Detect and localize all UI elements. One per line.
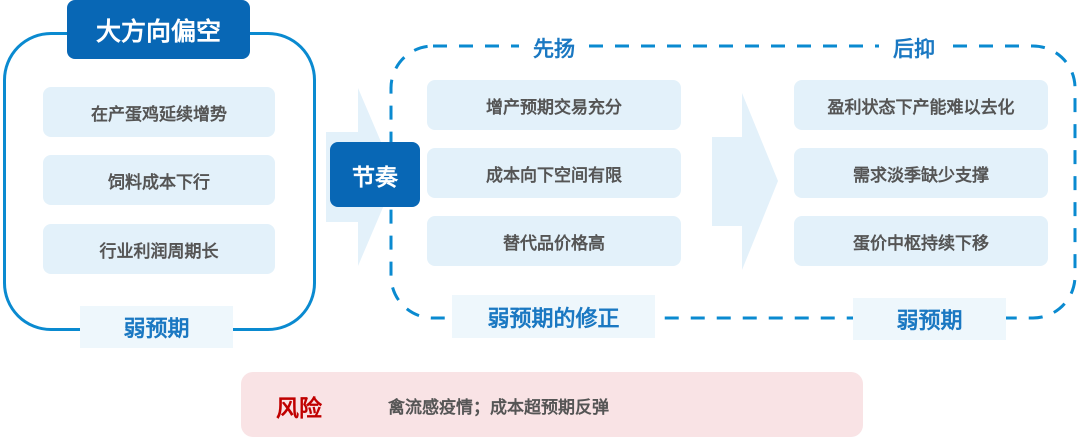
rhythm-badge: 节奏 [330,142,420,207]
left-item: 饲料成本下行 [43,155,275,205]
risk-label: 风险 [276,395,322,422]
rise-title: 先扬 [519,33,589,63]
left-title: 大方向偏空 [67,0,250,59]
risk-box: 风险 禽流感疫情；成本超预期反弹 [241,372,863,437]
left-item: 行业利润周期长 [43,224,275,274]
rise-item: 增产预期交易充分 [427,80,681,130]
left-item: 在产蛋鸡延续增势 [43,87,275,137]
fall-footer: 弱预期 [853,298,1006,340]
fall-item: 需求淡季缺少支撑 [794,148,1048,198]
arrow-right-icon [712,93,778,270]
fall-item: 蛋价中枢持续下移 [794,216,1048,266]
risk-text: 禽流感疫情；成本超预期反弹 [388,398,609,418]
dashed-panel [389,44,1077,320]
left-footer: 弱预期 [80,306,233,348]
fall-item: 盈利状态下产能难以去化 [794,80,1048,130]
rise-item: 成本向下空间有限 [427,148,681,198]
rise-item: 替代品价格高 [427,216,681,266]
rise-footer: 弱预期的修正 [452,295,655,338]
fall-title: 后抑 [879,33,949,63]
